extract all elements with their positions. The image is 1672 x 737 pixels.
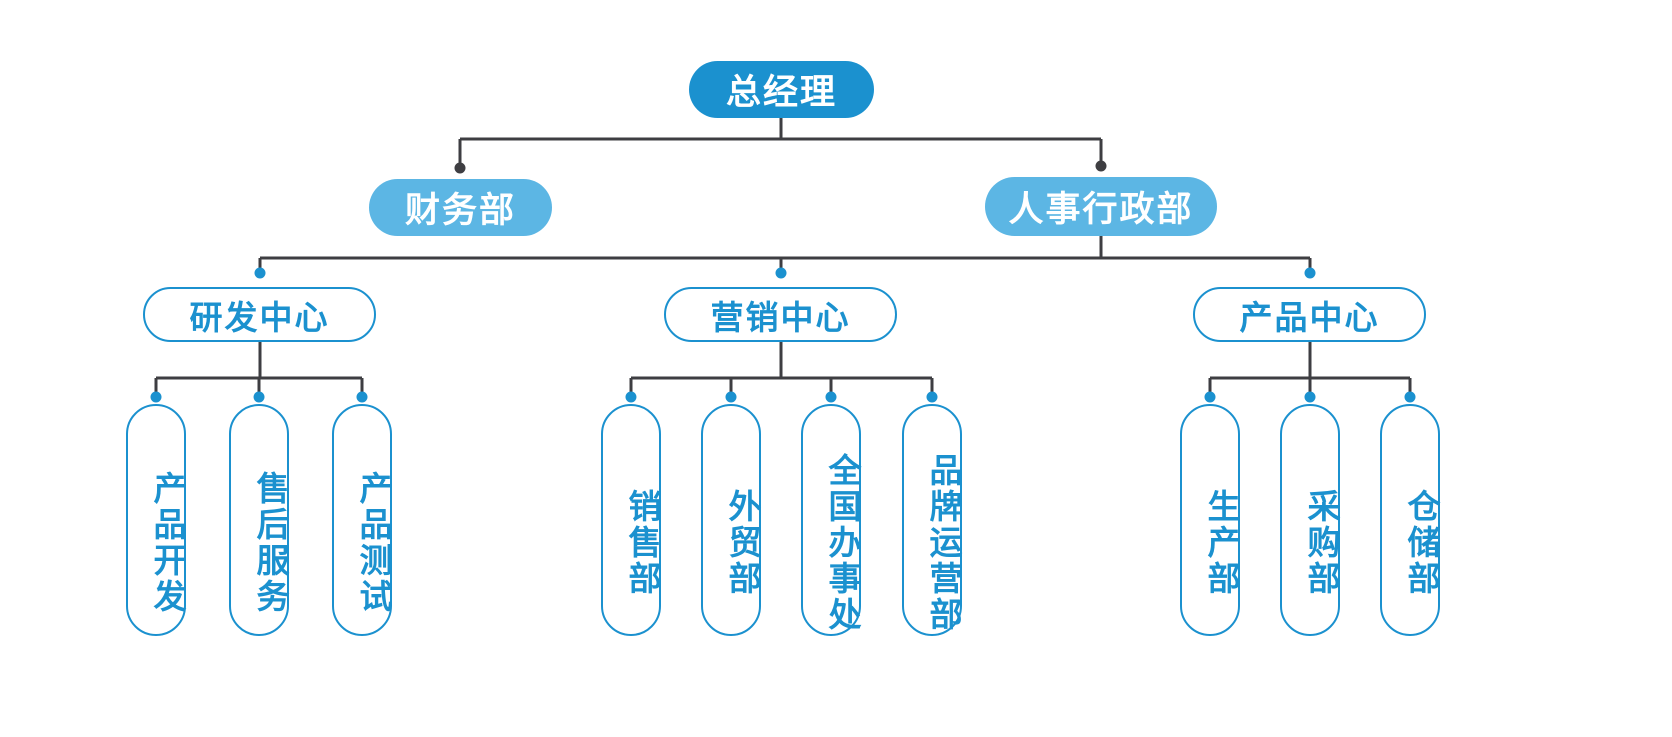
dot-rd-center xyxy=(254,267,266,279)
dot-finance xyxy=(454,162,466,174)
dot-hr xyxy=(1095,160,1107,172)
dot-marketing-center xyxy=(775,267,787,279)
node-brand-operations-dept[interactable]: 品牌运营部 xyxy=(902,404,962,636)
node-product-center[interactable]: 产品中心 xyxy=(1193,287,1426,342)
dot-product-test xyxy=(356,391,368,403)
dot-warehouse xyxy=(1404,391,1416,403)
node-product-dev[interactable]: 产品开发 xyxy=(126,404,186,636)
node-finance-dept[interactable]: 财务部 xyxy=(369,179,552,236)
node-production-dept[interactable]: 生产部 xyxy=(1180,404,1240,636)
dot-product-dev xyxy=(150,391,162,403)
dot-product-center xyxy=(1304,267,1316,279)
node-sales-dept[interactable]: 销售部 xyxy=(601,404,661,636)
node-rd-center[interactable]: 研发中心 xyxy=(143,287,376,342)
dot-brand-ops xyxy=(926,391,938,403)
node-national-offices[interactable]: 全国办事处 xyxy=(801,404,861,636)
node-after-sales[interactable]: 售后服务 xyxy=(229,404,289,636)
node-foreign-trade-dept[interactable]: 外贸部 xyxy=(701,404,761,636)
node-procurement-dept[interactable]: 采购部 xyxy=(1280,404,1340,636)
connector-dots xyxy=(150,160,1416,403)
dot-production xyxy=(1204,391,1216,403)
dot-foreign-trade xyxy=(725,391,737,403)
dot-national-offices xyxy=(825,391,837,403)
dot-after-sales xyxy=(253,391,265,403)
node-hr-admin-dept[interactable]: 人事行政部 xyxy=(985,177,1217,236)
dot-sales xyxy=(625,391,637,403)
dot-procurement xyxy=(1304,391,1316,403)
node-product-test[interactable]: 产品测试 xyxy=(332,404,392,636)
node-general-manager[interactable]: 总经理 xyxy=(689,61,874,118)
node-marketing-center[interactable]: 营销中心 xyxy=(664,287,897,342)
node-warehouse-dept[interactable]: 仓储部 xyxy=(1380,404,1440,636)
